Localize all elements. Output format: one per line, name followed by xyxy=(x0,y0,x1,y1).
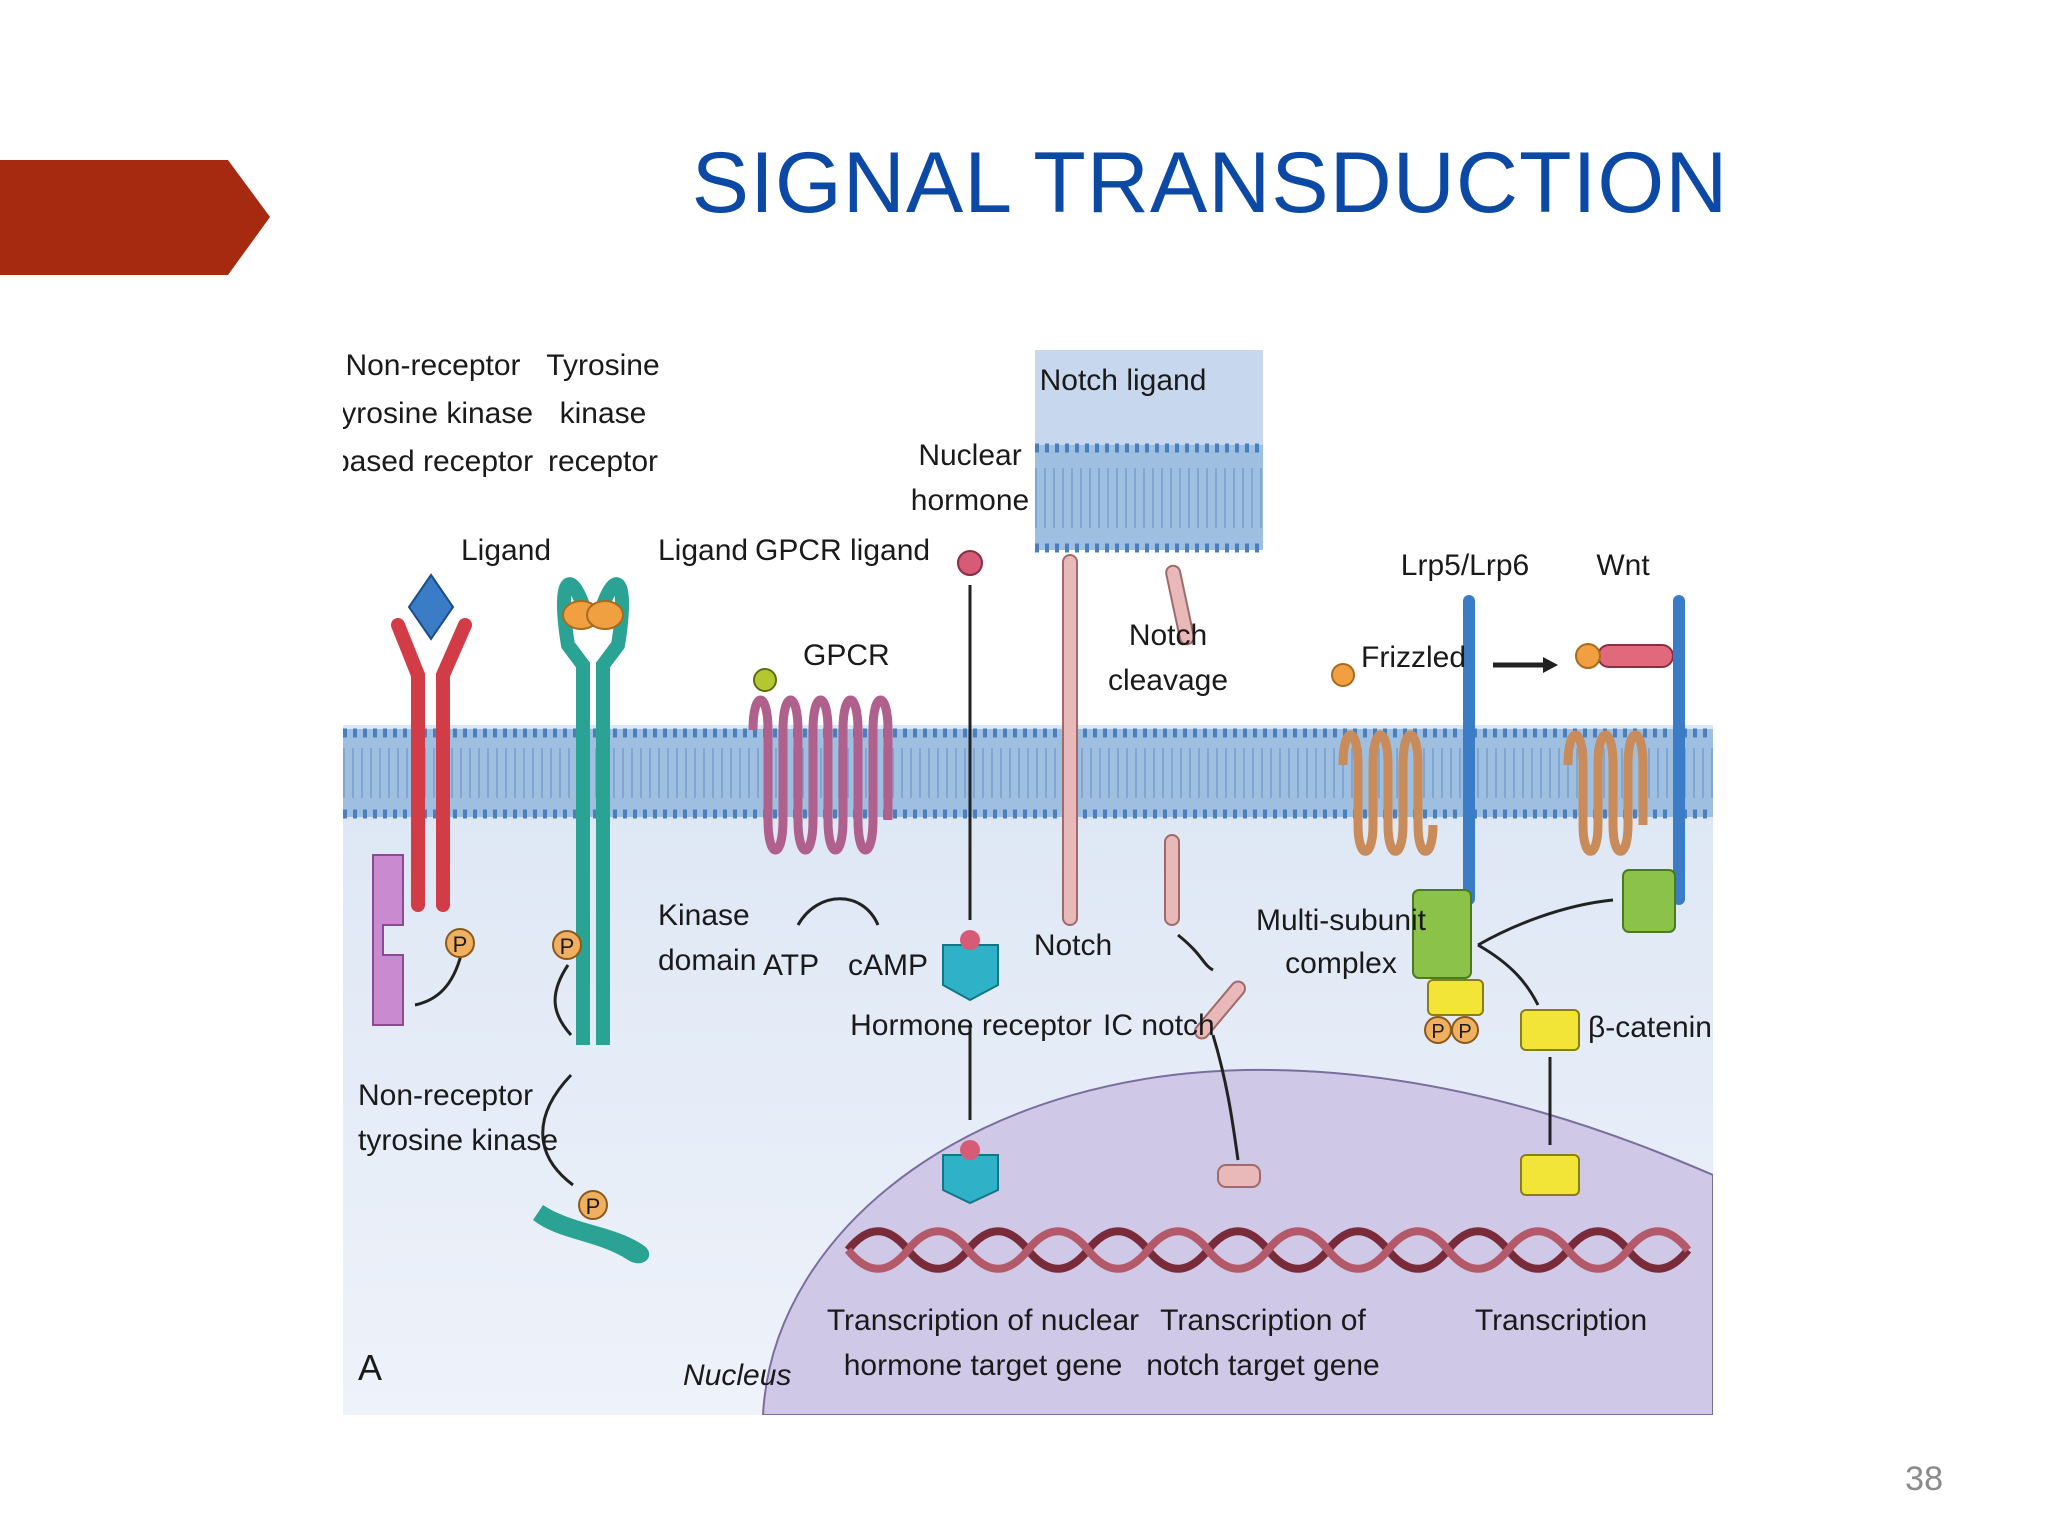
transcription-nuclear-label-1: Transcription of nuclear xyxy=(827,1304,1139,1337)
phosphate-4: P xyxy=(1424,1016,1452,1044)
signal-transduction-diagram: P P P P P Non-receptor tyrosine kinase b… xyxy=(343,345,1713,1415)
nr-tyrosine-kinase-label-1: Non-receptor xyxy=(358,1079,533,1112)
wnt-label: Wnt xyxy=(1596,549,1650,582)
nrtk-receptor-label-3: based receptor xyxy=(343,445,533,478)
nr-tyrosine-kinase-label-2: tyrosine kinase xyxy=(358,1124,558,1157)
notch-ligand-cell xyxy=(1035,350,1263,553)
lrp-coreceptor xyxy=(1463,595,1475,905)
svg-text:P: P xyxy=(1458,1021,1471,1043)
ic-notch-label: IC notch xyxy=(1103,1009,1215,1042)
svg-text:P: P xyxy=(586,1194,601,1219)
notch xyxy=(1062,554,1261,1188)
phosphate-2: P xyxy=(552,930,582,960)
slide-number: 38 xyxy=(1905,1460,1943,1498)
tk-receptor-label-3: receptor xyxy=(548,445,658,478)
nrtk-based-receptor xyxy=(372,573,472,1026)
gpcr-ligand xyxy=(753,668,777,692)
nrtk-receptor-label-2: tyrosine kinase xyxy=(343,397,533,430)
ligand-diamond xyxy=(407,573,455,641)
notch-ligand-label: Notch ligand xyxy=(1040,364,1207,397)
multi-subunit-label-2: complex xyxy=(1285,947,1397,980)
notch-cleavage-label-2: cleavage xyxy=(1108,664,1228,697)
gpcr-label: GPCR xyxy=(803,639,890,672)
kinase-domain-label-1: Kinase xyxy=(658,899,750,932)
notch-cleavage-label-1: Notch xyxy=(1129,619,1207,652)
tyrosine-kinase-receptor xyxy=(533,577,650,1264)
tk-receptor-label-1: Tyrosine xyxy=(546,349,659,382)
kinase-domain-label-2: domain xyxy=(658,944,756,977)
phosphate-groups: P P P P P xyxy=(445,928,1479,1220)
phosphate-1: P xyxy=(445,928,475,958)
beta-catenin-box xyxy=(1520,1009,1580,1051)
nucleus-label: Nucleus xyxy=(683,1359,791,1392)
panel-letter: A xyxy=(358,1347,382,1388)
ic-notch-nuclear xyxy=(1217,1164,1261,1188)
svg-text:P: P xyxy=(453,932,468,957)
svg-text:P: P xyxy=(1431,1021,1444,1043)
transcription-notch-label-1: Transcription of xyxy=(1160,1304,1366,1337)
diagram-labels: Non-receptor tyrosine kinase based recep… xyxy=(343,349,1712,1392)
beta-catenin-label: β-catenin xyxy=(1588,1011,1712,1044)
dna-helix xyxy=(844,1227,1692,1273)
nuclear-hormone-label-2: hormone xyxy=(911,484,1029,517)
nuclear-hormone-label-1: Nuclear xyxy=(918,439,1021,472)
phosphate-5: P xyxy=(1451,1016,1479,1044)
hormone-receptor-label: Hormone receptor xyxy=(850,1009,1092,1042)
notch-label: Notch xyxy=(1034,929,1112,962)
ligand-label-2: Ligand xyxy=(658,534,748,567)
svg-text:P: P xyxy=(560,934,575,959)
atp-label: ATP xyxy=(763,949,819,982)
multi-subunit-label-1: Multi-subunit xyxy=(1256,904,1427,937)
lrp-label: Lrp5/Lrp6 xyxy=(1401,549,1529,582)
tk-receptor-label-2: kinase xyxy=(560,397,647,430)
nuclear-hormone-pathway xyxy=(942,550,999,1205)
ligand-label-1: Ligand xyxy=(461,534,551,567)
nucleus xyxy=(761,1068,1713,1415)
gpcr-ligand-label: GPCR ligand xyxy=(755,534,930,567)
phosphate-3: P xyxy=(578,1190,608,1220)
plasma-membrane xyxy=(343,728,1713,819)
gpcr xyxy=(748,668,893,926)
non-receptor-tyrosine-kinase xyxy=(372,854,404,1026)
transcription-notch-label-2: notch target gene xyxy=(1146,1349,1380,1382)
camp-label: cAMP xyxy=(848,949,928,982)
slide-title: SIGNAL TRANSDUCTION xyxy=(691,135,1729,231)
frizzled-ligand xyxy=(1331,663,1355,687)
multi-subunit-complex xyxy=(1412,889,1472,979)
wnt-rod xyxy=(1597,644,1674,668)
wnt-pathway xyxy=(1331,595,1685,1196)
transcription-label: Transcription xyxy=(1475,1304,1647,1337)
frizzled-label: Frizzled xyxy=(1361,641,1466,674)
title-banner-arrow xyxy=(0,160,270,275)
transcription-nuclear-label-2: hormone target gene xyxy=(844,1349,1123,1382)
nrtk-receptor-label-1: Non-receptor xyxy=(345,349,520,382)
hormone-receptor-shape xyxy=(942,944,999,1002)
